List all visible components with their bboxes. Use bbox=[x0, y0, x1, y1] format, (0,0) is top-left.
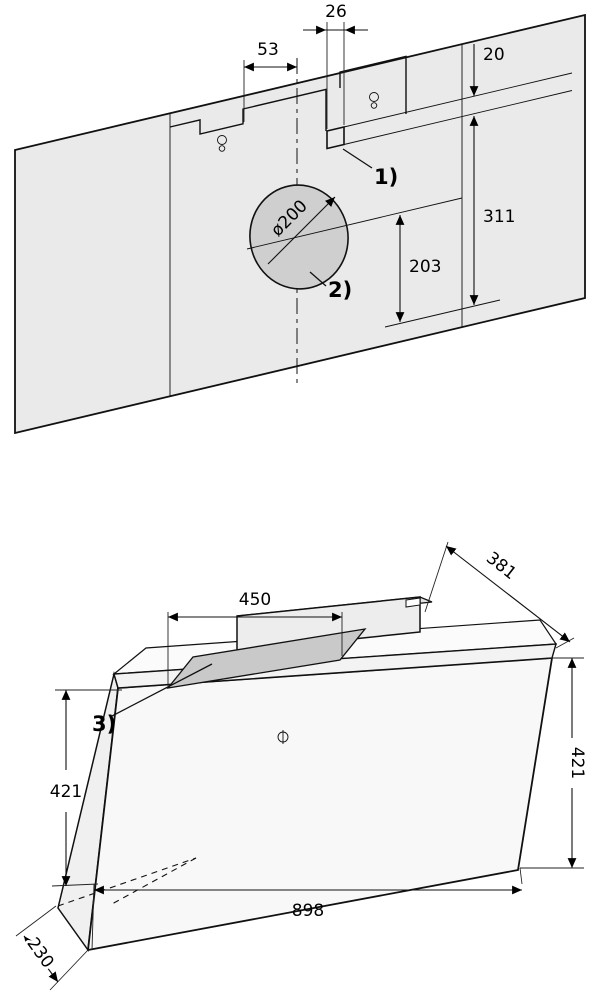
callout1-leader bbox=[342, 148, 373, 169]
template-outline-left bbox=[169, 88, 327, 135]
callout3-leader bbox=[111, 663, 213, 717]
bottom-reference-line bbox=[384, 299, 501, 328]
keyhole-slot-left bbox=[217, 135, 227, 152]
dim230-ext-front bbox=[49, 949, 89, 991]
dim-203-label: 203 bbox=[409, 257, 441, 277]
dim381-ext-front bbox=[555, 637, 575, 649]
hidden-edge-2 bbox=[111, 857, 197, 905]
callout-3-label: 3) bbox=[92, 712, 116, 736]
keyhole-slot-right bbox=[369, 92, 379, 109]
dim-20-label: 20 bbox=[483, 45, 505, 65]
figure-wall-template: ø200 26 53 20 311 203 1) 2) bbox=[14, 2, 586, 435]
duct-front-face bbox=[236, 596, 421, 652]
dim421L-ext-bottom bbox=[51, 883, 99, 887]
dim898-ext-left bbox=[91, 883, 95, 951]
dim230-line bbox=[23, 935, 59, 983]
dim-421-right-label: 421 bbox=[567, 747, 587, 779]
bracket-cutout-square bbox=[326, 125, 345, 150]
bracket-line-upper bbox=[343, 72, 573, 128]
template-outline-right bbox=[339, 55, 407, 114]
diameter-arrow bbox=[267, 196, 336, 265]
dim-53-label: 53 bbox=[257, 40, 279, 60]
screw-symbol bbox=[277, 730, 289, 744]
horizontal-centerline bbox=[246, 197, 463, 250]
callout2-leader bbox=[309, 271, 327, 287]
dim-26-label: 26 bbox=[325, 2, 347, 22]
duct-clip bbox=[405, 597, 421, 608]
callout-1-label: 1) bbox=[374, 165, 398, 189]
hidden-edge-1 bbox=[57, 857, 197, 907]
bracket-line-lower bbox=[343, 90, 573, 145]
dim-230-label: 230 bbox=[22, 934, 57, 972]
dim-311-label: 311 bbox=[483, 207, 515, 227]
callout-2-label: 2) bbox=[328, 278, 352, 302]
figure-hood-perspective: 450 381 421 421 898 230 3) bbox=[15, 541, 590, 991]
dim-898-label: 898 bbox=[292, 901, 324, 921]
grease-filter bbox=[166, 628, 367, 689]
dim381-line bbox=[445, 545, 571, 643]
dim381-ext-back bbox=[424, 541, 449, 613]
dim230-ext-back bbox=[15, 905, 57, 937]
dim-450-label: 450 bbox=[239, 590, 271, 610]
dim898-ext-right bbox=[519, 867, 523, 885]
dim-421-left-label: 421 bbox=[50, 782, 82, 802]
